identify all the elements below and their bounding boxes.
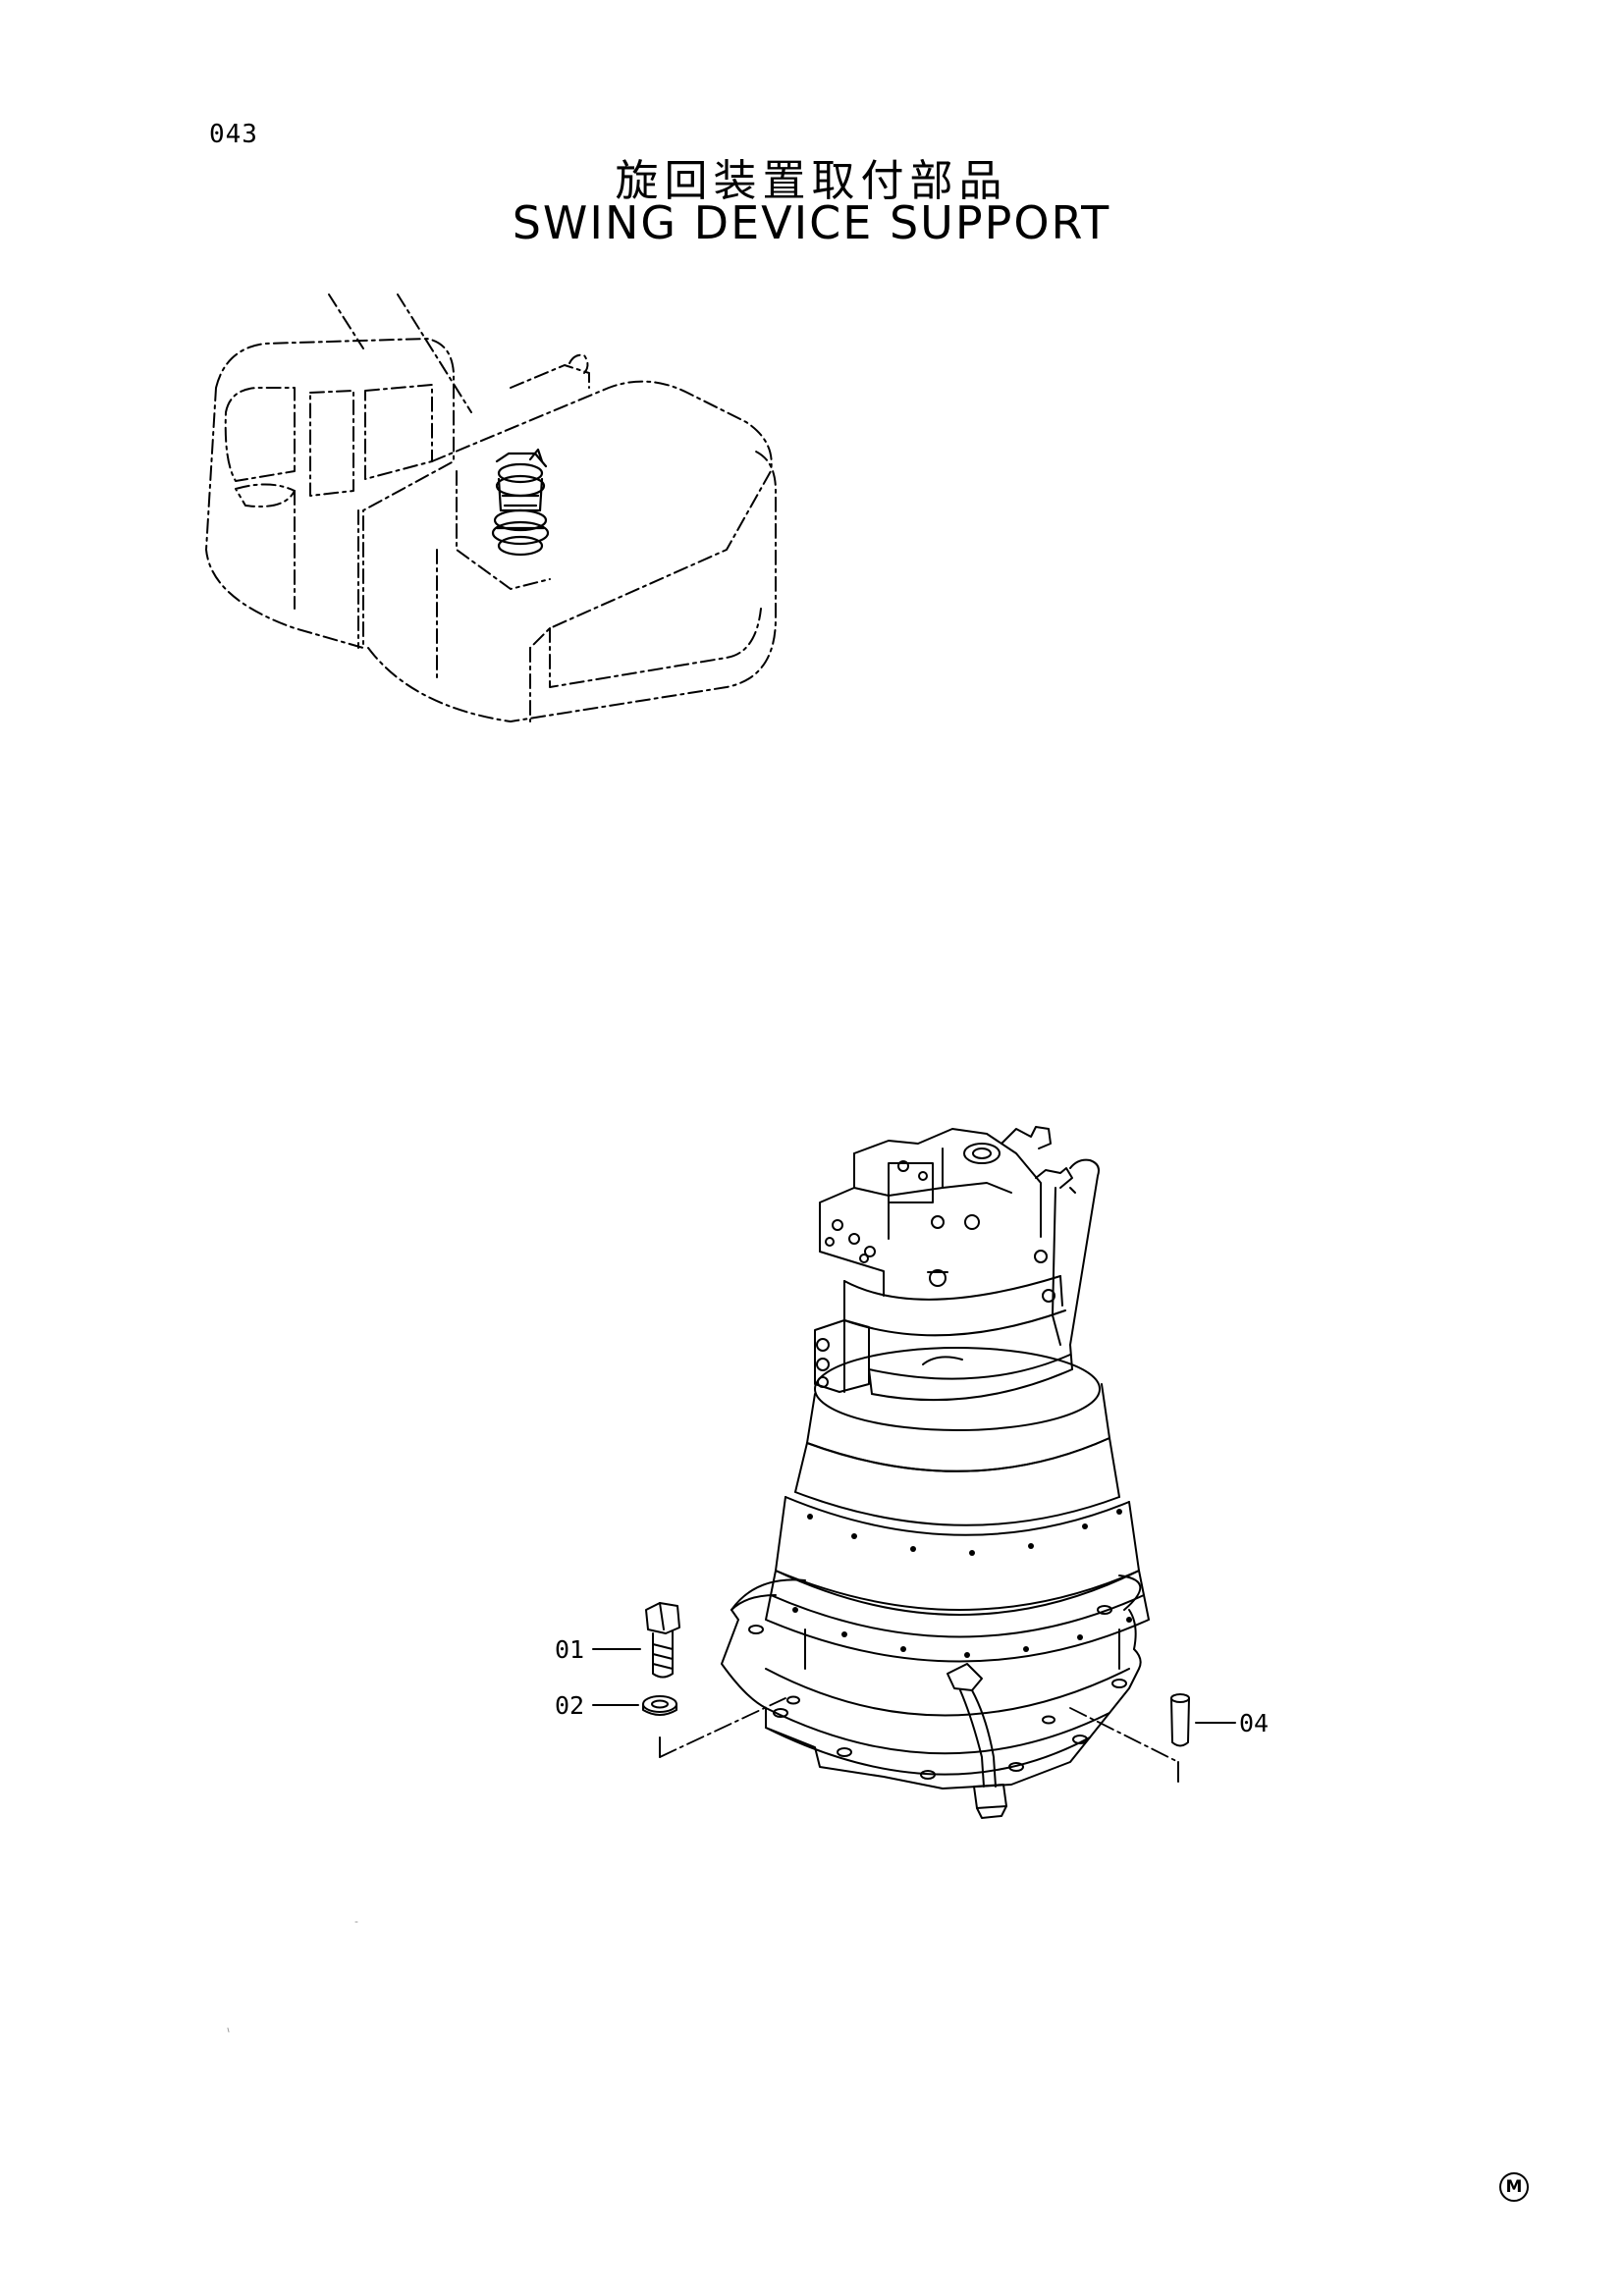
manufacturer-mark: M xyxy=(1499,2172,1529,2202)
callout-01: 01 xyxy=(555,1635,585,1664)
flange-bolt-holes xyxy=(748,1605,1127,1780)
washer-icon xyxy=(642,1695,677,1716)
swing-device-overview-icon xyxy=(491,448,550,557)
assembly-center-lines xyxy=(659,1697,1179,1763)
swing-motor-assembly-icon xyxy=(721,1126,1150,1819)
page-number: 043 xyxy=(209,120,258,149)
excavator-upperstructure-icon xyxy=(205,294,777,722)
scan-artifacts xyxy=(227,1921,358,2033)
bolt-icon xyxy=(645,1602,680,1679)
title-english: SWING DEVICE SUPPORT xyxy=(512,196,1111,249)
callout-04: 04 xyxy=(1239,1709,1270,1737)
pin-icon xyxy=(1170,1693,1190,1747)
callout-02: 02 xyxy=(555,1691,585,1720)
title-japanese: 旋回装置取付部品 xyxy=(615,156,1008,206)
